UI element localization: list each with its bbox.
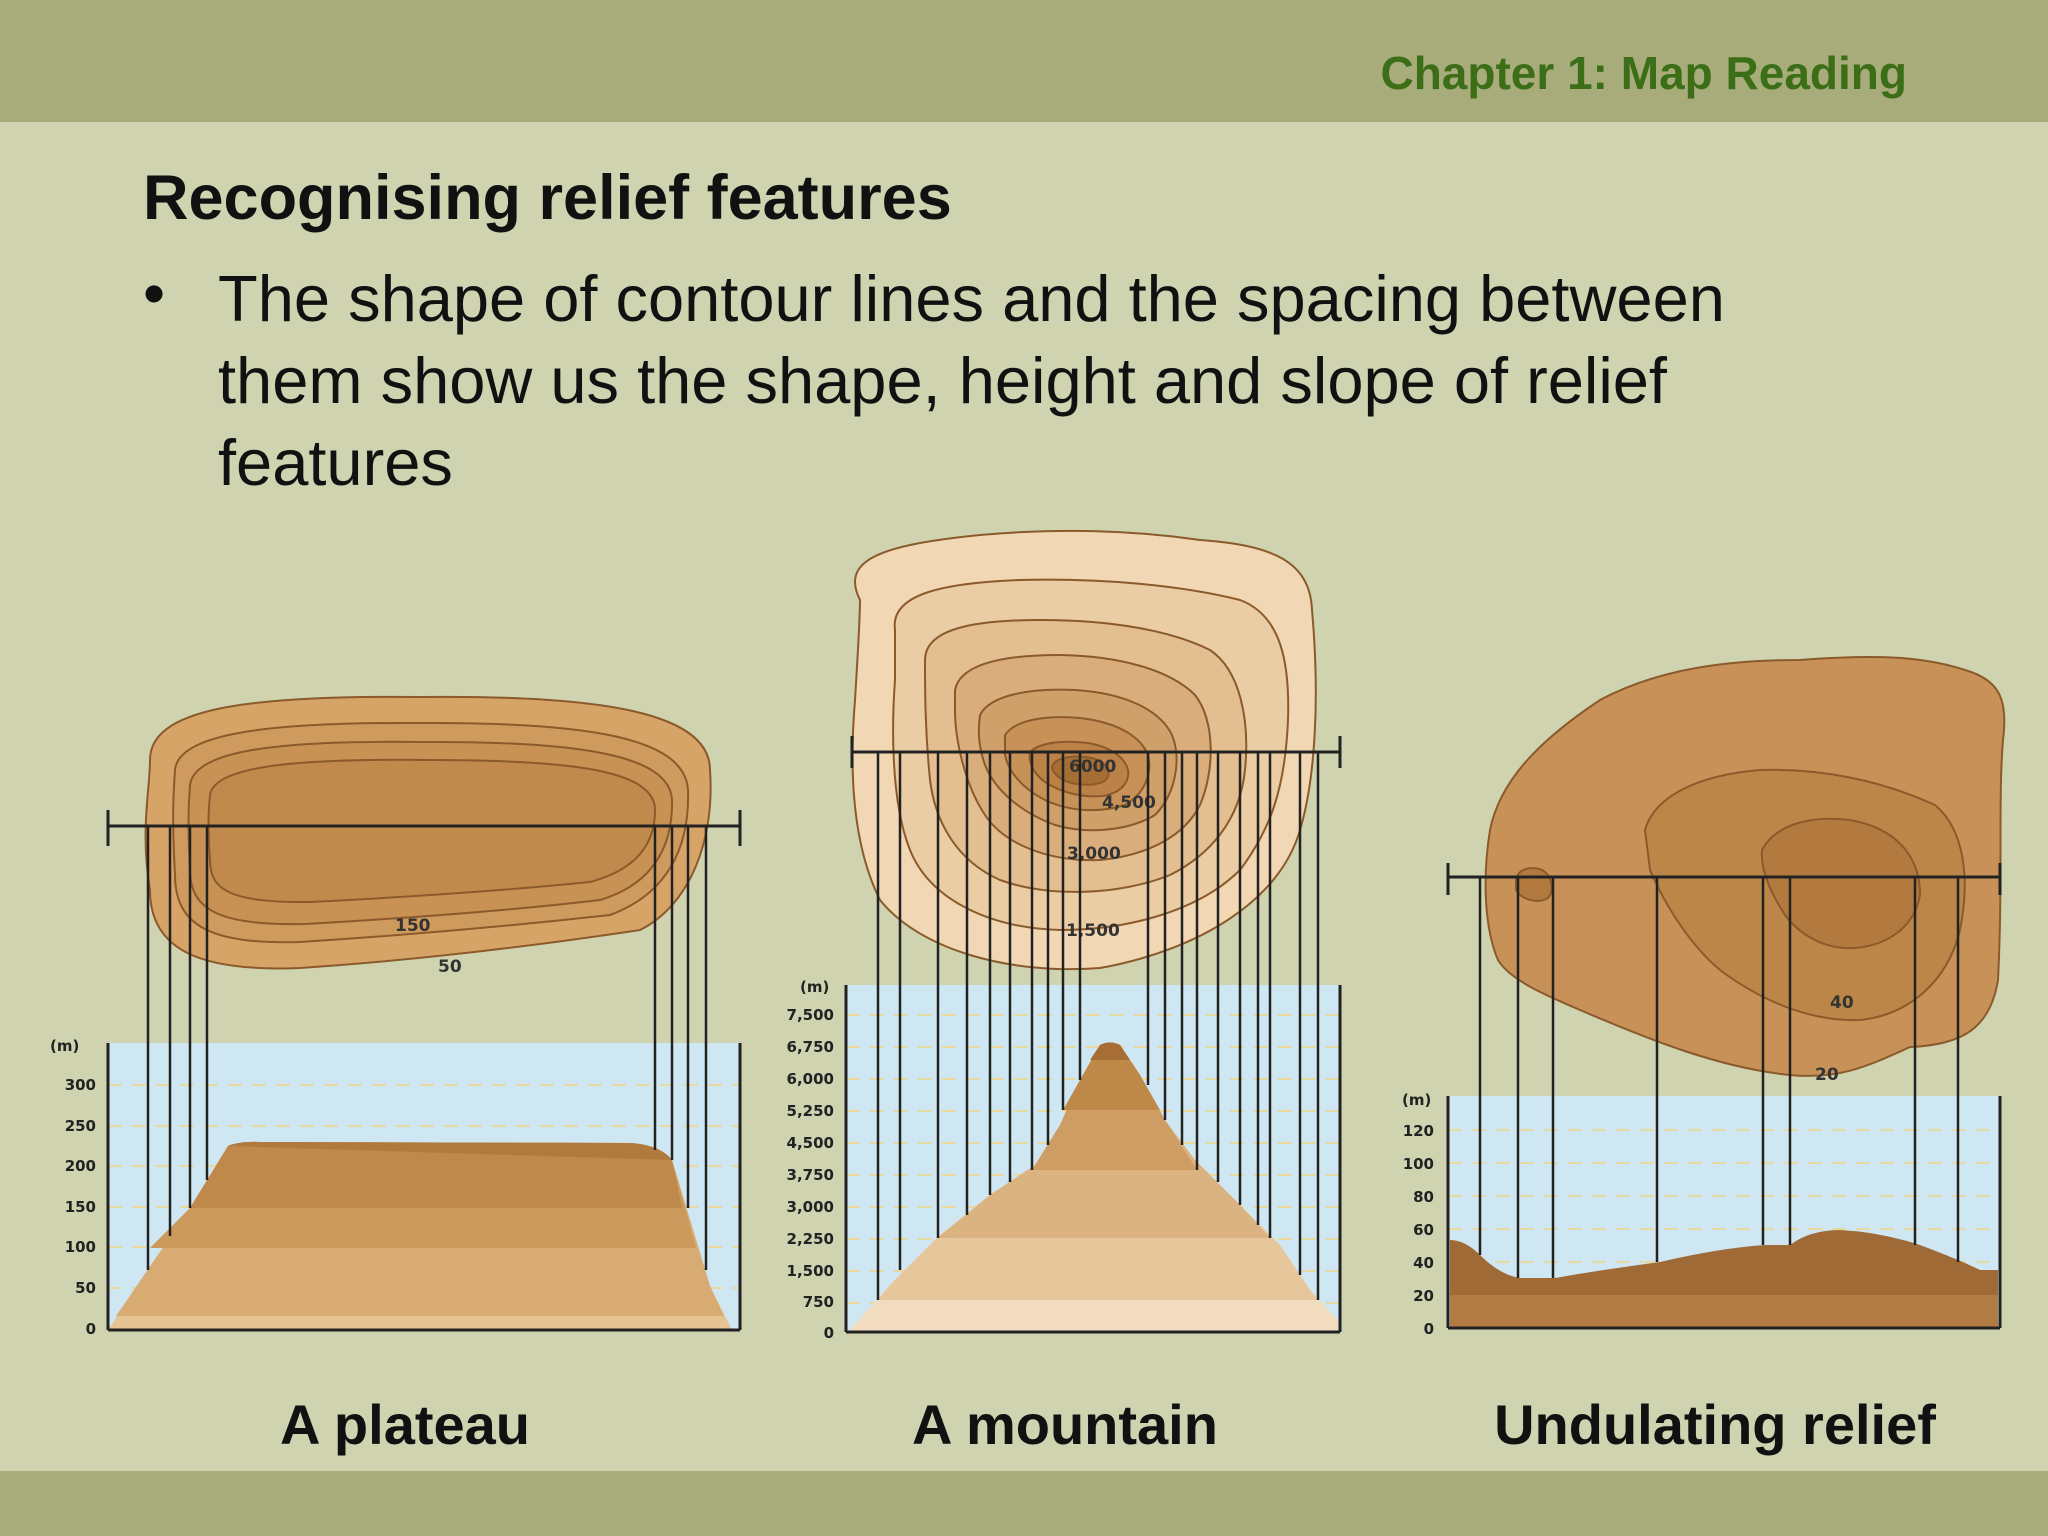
mountain-tick: 750 <box>803 1293 834 1311</box>
undulating-tick: 40 <box>1413 1254 1434 1272</box>
mountain-contour-label: 1,500 <box>1066 921 1120 941</box>
mountain-contour-map: 6000 4,500 3,000 1,500 <box>850 529 1342 971</box>
plateau-tick: 100 <box>65 1238 96 1256</box>
mountain-contour-label: 6000 <box>1069 757 1116 777</box>
mountain-tick: 1,500 <box>787 1262 834 1280</box>
plateau-tick: 150 <box>65 1198 96 1216</box>
undulating-contour-label: 40 <box>1830 993 1854 1013</box>
mountain-tick: 4,500 <box>787 1134 834 1152</box>
plateau-tick: 50 <box>75 1279 96 1297</box>
mountain-axis-unit: (m) <box>800 978 829 996</box>
bullet-dot: • <box>143 259 166 329</box>
mountain-tick: 3,000 <box>787 1198 834 1216</box>
undulating-contour-label: 20 <box>1815 1065 1839 1085</box>
mountain-tick: 6,750 <box>787 1038 834 1056</box>
undulating-tick: 20 <box>1413 1287 1434 1305</box>
plateau-tick: 250 <box>65 1117 96 1135</box>
plateau-axis: 0 50 100 150 200 250 300 <box>65 1076 96 1338</box>
plateau-tick: 200 <box>65 1157 96 1175</box>
chapter-title: Chapter 1: Map Reading <box>1380 47 1907 99</box>
mountain-tick: 5,250 <box>787 1102 834 1120</box>
mountain-contour-label: 4,500 <box>1102 793 1156 813</box>
mountain-tick: 7,500 <box>787 1006 834 1024</box>
undulating-caption: Undulating relief <box>1494 1393 1936 1456</box>
undulating-axis-unit: (m) <box>1402 1091 1431 1109</box>
header-band <box>0 0 2048 122</box>
plateau-tick: 300 <box>65 1076 96 1094</box>
mountain-diagram: 6000 4,500 3,000 1,500 <box>787 529 1342 1342</box>
undulating-contour-map: 40 20 <box>1446 656 2006 1085</box>
undulating-tick: 100 <box>1403 1155 1434 1173</box>
undulating-tick: 60 <box>1413 1221 1434 1239</box>
plateau-axis-unit: (m) <box>50 1037 79 1055</box>
mountain-tick: 3,750 <box>787 1166 834 1184</box>
plateau-diagram: 150 50 (m) 0 50 100 150 200 <box>50 695 742 1338</box>
bullet-text: The shape of contour lines and the spaci… <box>218 262 1725 499</box>
mountain-tick: 0 <box>824 1324 834 1342</box>
undulating-relief-diagram: 40 20 (m) 0 20 40 60 80 100 120 <box>1402 656 2006 1338</box>
mountain-axis: 0 750 1,500 2,250 3,000 3,750 4,500 5,25… <box>787 1006 834 1342</box>
mountain-contour-label: 3,000 <box>1067 844 1121 864</box>
mountain-tick: 2,250 <box>787 1230 834 1248</box>
plateau-contour-label: 50 <box>438 957 462 977</box>
undulating-tick: 0 <box>1424 1320 1434 1338</box>
undulating-axis: 0 20 40 60 80 100 120 <box>1403 1122 1434 1338</box>
mountain-tick: 6,000 <box>787 1070 834 1088</box>
plateau-tick: 0 <box>86 1320 96 1338</box>
undulating-tick: 120 <box>1403 1122 1434 1140</box>
mountain-caption: A mountain <box>912 1393 1218 1456</box>
plateau-contour-label: 150 <box>395 916 431 936</box>
plateau-caption: A plateau <box>280 1393 530 1456</box>
undulating-tick: 80 <box>1413 1188 1434 1206</box>
slide-heading: Recognising relief features <box>143 163 952 233</box>
footer-band <box>0 1471 2048 1536</box>
plateau-cross-section: (m) 0 50 100 150 200 250 300 <box>50 826 742 1338</box>
undulating-cross-section: (m) 0 20 40 60 80 100 120 <box>1402 877 2002 1338</box>
plateau-contour-map: 150 50 <box>106 695 742 977</box>
mountain-cross-section: (m) 0 750 1,500 2,250 3,000 3,750 4,500 … <box>787 752 1342 1342</box>
